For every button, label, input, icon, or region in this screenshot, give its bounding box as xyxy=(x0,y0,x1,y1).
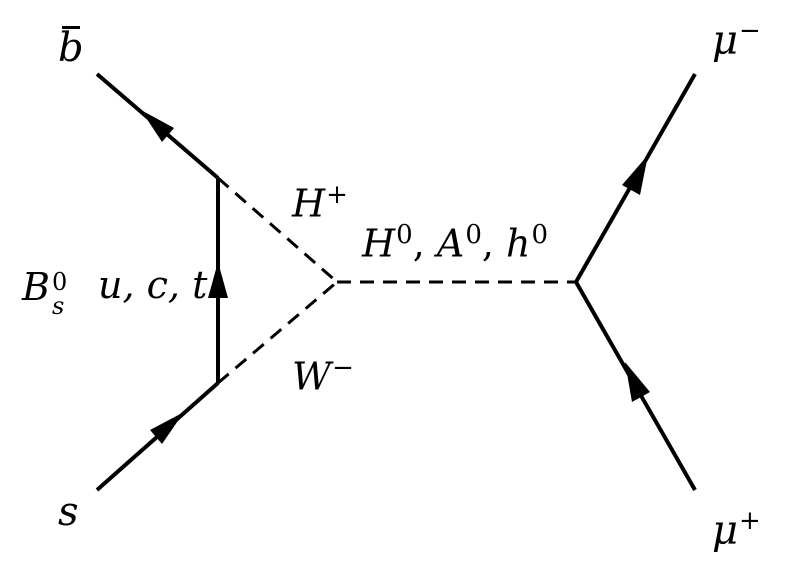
mu-plus-arrow xyxy=(625,362,650,402)
mu-plus-label: μ+ xyxy=(712,506,761,554)
s-quark-arrow xyxy=(150,412,184,444)
b-bar-label: b xyxy=(58,25,84,71)
loop-quarks-label: u, c, t xyxy=(98,263,208,307)
mu-minus-label: μ− xyxy=(712,16,761,64)
w-minus-propagator xyxy=(217,280,338,385)
h-plus-propagator xyxy=(217,176,338,284)
bar-accent xyxy=(62,26,80,29)
b-bar-arrow xyxy=(141,110,174,142)
loop-arrow xyxy=(208,262,228,298)
mu-minus-arrow xyxy=(622,155,648,195)
w-minus-label: W− xyxy=(292,353,354,399)
h-plus-label: H+ xyxy=(292,180,348,226)
s-quark-label: s xyxy=(58,489,79,535)
neutral-higgs-label: H0, A0, h0 xyxy=(362,220,549,266)
